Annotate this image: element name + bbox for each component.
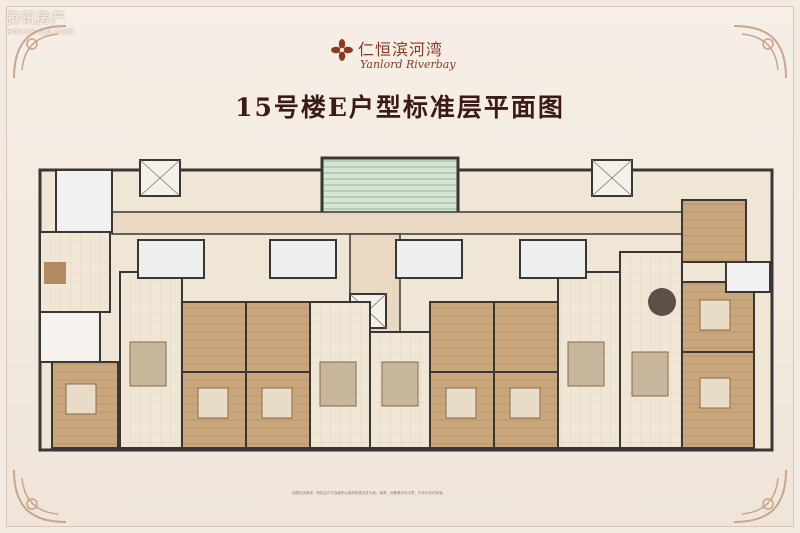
dining-table (44, 262, 66, 284)
public-corridor (111, 211, 713, 235)
room-living-right (619, 251, 683, 449)
bed (65, 383, 97, 415)
corner-ornament-icon (733, 25, 787, 79)
footnote: 此图仅供参考，所标注尺寸及面积以政府批准文件为准，家具、设备等仅为示意，不作为交… (292, 491, 446, 495)
watermark-text: 腾讯房产 (6, 11, 66, 27)
sofa-right (631, 351, 669, 397)
bed (699, 377, 731, 409)
room-bathroom (55, 169, 113, 233)
bed (699, 299, 731, 331)
room-bedroom-right-2 (681, 351, 755, 449)
corner-ornament-icon (13, 25, 67, 79)
watermark-url: HOUSE.QQ.COM (6, 28, 75, 36)
brand-name-en: Yanlord Riverbay (360, 58, 456, 71)
stairwell (320, 156, 460, 220)
unit-block-4 (493, 239, 621, 449)
unit-block-1 (119, 239, 247, 449)
room-study (39, 311, 101, 363)
dining-table-right (648, 288, 676, 316)
room-bathroom-right (725, 261, 771, 293)
brand-name-cn: 仁恒滨河湾 (358, 40, 444, 59)
brand-logo: 仁恒滨河湾 Yanlord Riverbay (330, 36, 470, 80)
page-title: 15号楼E户型标准层平面图 (235, 93, 565, 122)
watermark: 腾讯房产 HOUSE.QQ.COM (6, 8, 75, 36)
unit-block-3 (369, 239, 495, 449)
room-study-right (681, 199, 747, 263)
room-bedroom-right-1 (681, 281, 755, 353)
corner-ornament-icon (13, 469, 67, 523)
corner-ornament-icon (733, 469, 787, 523)
brand-flower-icon (331, 39, 353, 61)
floor-plan (38, 156, 774, 452)
unit-block-2 (245, 239, 371, 449)
